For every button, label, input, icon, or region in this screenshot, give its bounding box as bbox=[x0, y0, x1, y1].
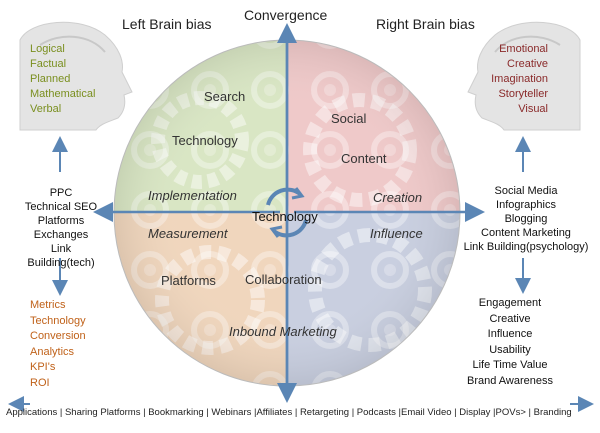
right-trait-item: Emotional bbox=[499, 43, 548, 55]
label-measurement: Measurement bbox=[148, 226, 228, 241]
left-metric-item: ROI bbox=[30, 376, 50, 389]
left-trait-item: Mathematical bbox=[30, 88, 96, 100]
right-brain-header: Right Brain bias bbox=[376, 16, 475, 32]
right-tactic-item: Social Media bbox=[494, 185, 558, 197]
right-metric-item: Usability bbox=[489, 343, 531, 356]
left-brain-header: Left Brain bias bbox=[122, 16, 212, 32]
right-tactic-item: Infographics bbox=[496, 199, 556, 211]
convergence-header: Convergence bbox=[244, 7, 328, 23]
label-collaboration: Collaboration bbox=[245, 272, 322, 287]
left-tactic-item: Exchanges bbox=[33, 229, 89, 241]
right-tactic-item: Content Marketing bbox=[481, 227, 571, 239]
footer-channels: Applications | Sharing Platforms | Bookm… bbox=[6, 407, 572, 418]
left-tactic-item: Link bbox=[50, 243, 72, 255]
right-trait-item: Creative bbox=[507, 58, 548, 70]
right-trait-item: Storyteller bbox=[498, 88, 548, 100]
left-tactic-item: Technical SEO bbox=[24, 201, 98, 213]
label-platforms: Platforms bbox=[161, 273, 216, 288]
left-metric-item: KPI's bbox=[30, 361, 56, 373]
label-creation: Creation bbox=[373, 190, 423, 205]
label-social: Social bbox=[331, 111, 367, 126]
left-trait-item: Verbal bbox=[30, 103, 62, 115]
label-search: Search bbox=[204, 89, 246, 104]
left-trait-item: Logical bbox=[30, 43, 65, 55]
label-content: Content bbox=[341, 151, 387, 166]
right-metric-item: Brand Awareness bbox=[466, 374, 554, 387]
left-tactic-item: Building(tech) bbox=[27, 257, 95, 269]
right-head-icon bbox=[467, 21, 581, 131]
right-metric-item: Creative bbox=[489, 312, 531, 325]
left-tactic-item: PPC bbox=[49, 187, 73, 199]
label-implementation: Implementation bbox=[148, 188, 237, 203]
label-technology-quadrant: Technology bbox=[172, 133, 238, 148]
right-metric-item: Influence bbox=[487, 328, 533, 340]
left-trait-item: Planned bbox=[30, 73, 71, 85]
right-tactic-item: Link Building(psychology) bbox=[463, 241, 589, 253]
left-head-icon bbox=[19, 21, 133, 131]
right-trait-item: Imagination bbox=[491, 73, 548, 85]
label-center-technology: Technology bbox=[252, 209, 318, 224]
left-metric-item: Analytics bbox=[30, 345, 75, 358]
left-trait-item: Factual bbox=[30, 58, 67, 70]
label-inbound-marketing: Inbound Marketing bbox=[229, 324, 337, 339]
right-tactic-item: Blogging bbox=[504, 213, 548, 225]
left-metric-item: Conversion bbox=[30, 330, 86, 342]
right-trait-item: Visual bbox=[518, 103, 548, 115]
right-metric-item: Life Time Value bbox=[472, 359, 548, 371]
right-metric-item: Engagement bbox=[478, 297, 542, 309]
left-metric-item: Metrics bbox=[30, 299, 66, 311]
label-influence: Influence bbox=[370, 226, 423, 241]
cycle-arrows-icon bbox=[266, 187, 308, 238]
left-tactic-item: Platforms bbox=[37, 215, 85, 227]
left-metric-item: Technology bbox=[30, 314, 86, 327]
